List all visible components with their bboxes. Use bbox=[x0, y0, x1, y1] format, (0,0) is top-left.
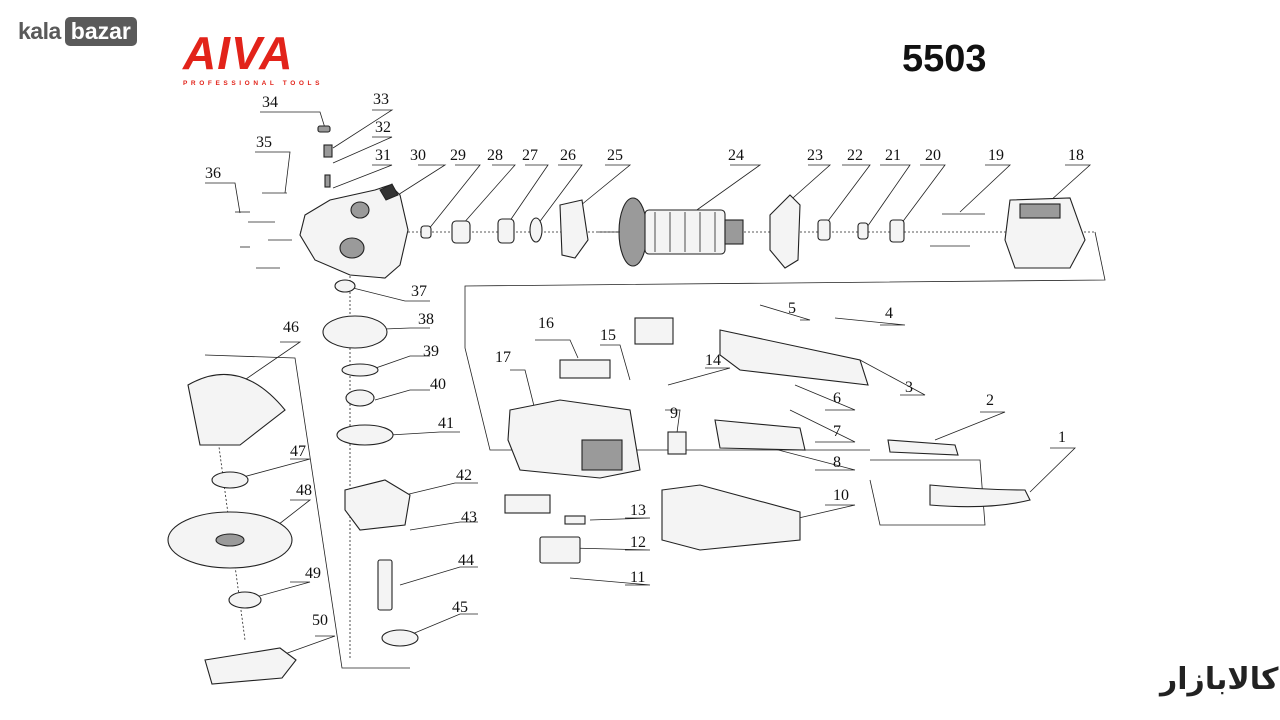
part-label: 36 bbox=[205, 165, 221, 182]
part-labels: 1 2 3 4 5 6 7 8 9 10 11 12 13 14 15 16 1… bbox=[205, 91, 1084, 629]
part-label: 15 bbox=[600, 327, 616, 344]
part-label: 43 bbox=[461, 509, 477, 526]
part-label: 45 bbox=[452, 599, 468, 616]
part-label: 39 bbox=[423, 343, 439, 360]
part-label: 26 bbox=[560, 147, 576, 164]
part-label: 2 bbox=[986, 392, 994, 409]
part-label: 31 bbox=[375, 147, 391, 164]
part-label: 7 bbox=[833, 423, 841, 440]
leader-lines bbox=[204, 109, 1106, 669]
part-label: 47 bbox=[290, 443, 306, 460]
part-label: 24 bbox=[728, 147, 744, 164]
part-label: 23 bbox=[807, 147, 823, 164]
brand-tagline: PROFESSIONAL TOOLS bbox=[183, 80, 324, 87]
part-label: 30 bbox=[410, 147, 426, 164]
part-label: 37 bbox=[411, 283, 427, 300]
part-label: 28 bbox=[487, 147, 503, 164]
part-label: 25 bbox=[607, 147, 623, 164]
part-label: 18 bbox=[1068, 147, 1084, 164]
part-label: 42 bbox=[456, 467, 472, 484]
part-label: 10 bbox=[833, 487, 849, 504]
part-label: 13 bbox=[630, 502, 646, 519]
part-label: 1 bbox=[1058, 429, 1066, 446]
part-label: 49 bbox=[305, 565, 321, 582]
store-logo-badge: bazar bbox=[64, 16, 137, 46]
part-label: 44 bbox=[458, 552, 474, 569]
part-label: 11 bbox=[630, 569, 645, 586]
part-label: 16 bbox=[538, 315, 554, 332]
part-label: 6 bbox=[833, 390, 841, 407]
part-label: 29 bbox=[450, 147, 466, 164]
part-label: 40 bbox=[430, 376, 446, 393]
brand-wordmark: AIVA bbox=[183, 27, 294, 79]
part-label: 32 bbox=[375, 119, 391, 136]
part-label: 20 bbox=[925, 147, 941, 164]
store-logo-text: kala bbox=[18, 17, 61, 44]
part-label: 48 bbox=[296, 482, 312, 499]
part-label: 22 bbox=[847, 147, 863, 164]
part-label: 5 bbox=[788, 300, 796, 317]
kalabazar-logo: kala bazar bbox=[18, 16, 137, 46]
part-label: 50 bbox=[312, 612, 328, 629]
watermark-logo: کالابازار bbox=[1160, 662, 1279, 697]
aiva-logo: AIVA PROFESSIONAL TOOLS bbox=[183, 30, 373, 92]
part-label: 19 bbox=[988, 147, 1004, 164]
part-label: 8 bbox=[833, 454, 841, 471]
part-label: 33 bbox=[373, 91, 389, 108]
part-label: 35 bbox=[256, 134, 272, 151]
part-label: 21 bbox=[885, 147, 901, 164]
part-label: 34 bbox=[262, 94, 278, 111]
part-label: 9 bbox=[670, 405, 678, 422]
part-label: 14 bbox=[705, 352, 721, 369]
part-label: 46 bbox=[283, 319, 299, 336]
part-label: 3 bbox=[905, 379, 913, 396]
part-label: 12 bbox=[630, 534, 646, 551]
part-label: 41 bbox=[438, 415, 454, 432]
part-label: 38 bbox=[418, 311, 434, 328]
part-label: 17 bbox=[495, 349, 511, 366]
part-illustrations bbox=[167, 125, 1086, 685]
part-label: 27 bbox=[522, 147, 538, 164]
model-number: 5503 bbox=[902, 38, 987, 80]
part-label: 4 bbox=[885, 305, 893, 322]
